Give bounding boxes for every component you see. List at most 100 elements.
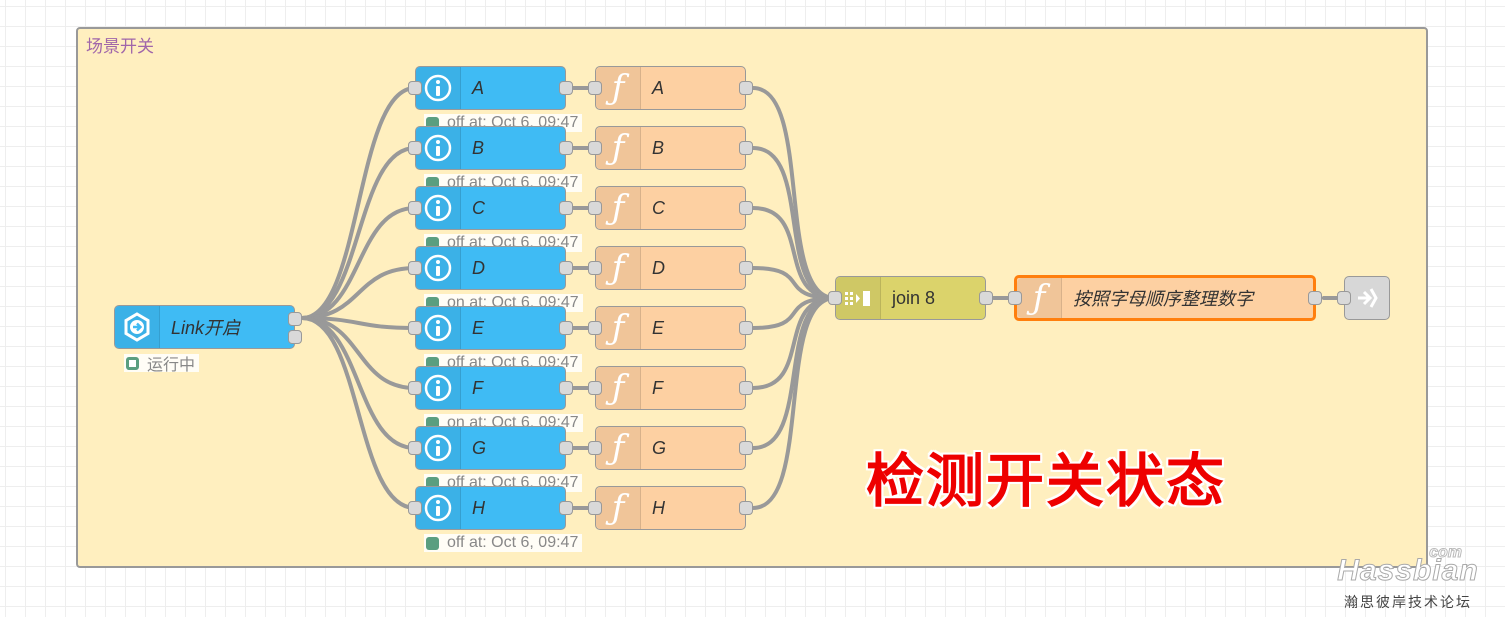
info-icon [416, 487, 461, 529]
watermark: com Hassbian 瀚思彼岸技术论坛 [1328, 544, 1488, 612]
info-node[interactable]: G [408, 426, 573, 470]
watermark-com: com [1429, 544, 1463, 562]
output-port[interactable] [288, 312, 302, 326]
input-port[interactable] [588, 381, 602, 395]
output-port[interactable] [739, 261, 753, 275]
info-node[interactable]: F [408, 366, 573, 410]
info-node[interactable]: H [408, 486, 573, 530]
output-port[interactable] [739, 381, 753, 395]
function-node-label: F [652, 377, 663, 398]
output-port[interactable] [559, 441, 573, 455]
output-port[interactable] [739, 441, 753, 455]
function-icon: ƒ [596, 307, 641, 349]
function-node[interactable]: ƒ A [588, 66, 753, 110]
sort-function-node[interactable]: ƒ 按照字母顺序整理数字 [1008, 275, 1322, 321]
input-port[interactable] [588, 81, 602, 95]
link-in-icon [115, 306, 160, 348]
output-port[interactable] [559, 141, 573, 155]
watermark-subtitle: 瀚思彼岸技术论坛 [1344, 595, 1472, 611]
info-icon [416, 187, 461, 229]
output-port[interactable] [559, 501, 573, 515]
function-icon: ƒ [596, 247, 641, 289]
function-icon: ƒ [596, 367, 641, 409]
input-port[interactable] [408, 81, 422, 95]
function-node[interactable]: ƒ F [588, 366, 753, 410]
info-node-label: H [472, 497, 485, 518]
info-icon [416, 427, 461, 469]
info-icon [416, 307, 461, 349]
function-node-label: A [652, 77, 665, 98]
status-text: off at: Oct 6, 09:47 [447, 534, 579, 551]
output-port[interactable] [739, 321, 753, 335]
info-node[interactable]: D [408, 246, 573, 290]
info-icon [416, 67, 461, 109]
join-node[interactable]: join 8 [828, 276, 993, 320]
input-port[interactable] [588, 261, 602, 275]
function-node[interactable]: ƒ C [588, 186, 753, 230]
annotation-title: 检测开关状态 [866, 447, 1227, 515]
function-node-label: G [652, 437, 667, 458]
input-port[interactable] [588, 321, 602, 335]
input-port[interactable] [588, 501, 602, 515]
input-port[interactable] [1008, 291, 1022, 305]
function-node-label: B [652, 137, 665, 158]
function-icon: ƒ [596, 67, 641, 109]
input-port[interactable] [408, 441, 422, 455]
group-label: 场景开关 [86, 37, 154, 57]
info-node[interactable]: B [408, 126, 573, 170]
join-label: join 8 [892, 287, 936, 308]
status-text: 运行中 [147, 357, 196, 374]
output-port[interactable] [559, 321, 573, 335]
info-node-label: B [472, 137, 485, 158]
function-node-label: C [652, 197, 665, 218]
output-port[interactable] [979, 291, 993, 305]
info-node-status: off at: Oct 6, 09:47 [424, 534, 583, 552]
input-port[interactable] [588, 141, 602, 155]
function-node-label: D [652, 257, 665, 278]
join-icon [836, 277, 881, 319]
input-port[interactable] [588, 441, 602, 455]
info-node-label: G [472, 437, 487, 458]
output-port[interactable] [739, 81, 753, 95]
input-port[interactable] [408, 321, 422, 335]
info-node[interactable]: C [408, 186, 573, 230]
function-icon: ƒ [596, 187, 641, 229]
function-node[interactable]: ƒ H [588, 486, 753, 530]
output-port[interactable] [559, 201, 573, 215]
link-out-icon [1345, 277, 1389, 319]
function-node[interactable]: ƒ B [588, 126, 753, 170]
output-port[interactable] [288, 330, 302, 344]
info-node-label: D [472, 257, 485, 278]
link-in-node[interactable]: Link开启 [114, 305, 302, 349]
status-dot-icon [426, 536, 439, 550]
info-node-label: F [472, 377, 483, 398]
sort-function-label: 按照字母顺序整理数字 [1073, 289, 1253, 309]
function-node-label: E [652, 317, 665, 338]
input-port[interactable] [828, 291, 842, 305]
output-port[interactable] [559, 261, 573, 275]
info-node[interactable]: A [408, 66, 573, 110]
function-node[interactable]: ƒ G [588, 426, 753, 470]
output-port[interactable] [739, 501, 753, 515]
input-port[interactable] [1337, 291, 1351, 305]
input-port[interactable] [408, 501, 422, 515]
info-icon [416, 367, 461, 409]
output-port[interactable] [1308, 291, 1322, 305]
info-node-label: C [472, 197, 485, 218]
info-node[interactable]: E [408, 306, 573, 350]
input-port[interactable] [408, 261, 422, 275]
function-node[interactable]: ƒ E [588, 306, 753, 350]
output-port[interactable] [739, 201, 753, 215]
function-icon: ƒ [596, 427, 641, 469]
link-out-node[interactable] [1337, 276, 1390, 320]
input-port[interactable] [588, 201, 602, 215]
input-port[interactable] [408, 141, 422, 155]
output-port[interactable] [559, 81, 573, 95]
output-port[interactable] [739, 141, 753, 155]
function-icon: ƒ [596, 487, 641, 529]
input-port[interactable] [408, 201, 422, 215]
function-node[interactable]: ƒ D [588, 246, 753, 290]
input-port[interactable] [408, 381, 422, 395]
output-port[interactable] [559, 381, 573, 395]
function-icon: ƒ [1017, 278, 1062, 318]
